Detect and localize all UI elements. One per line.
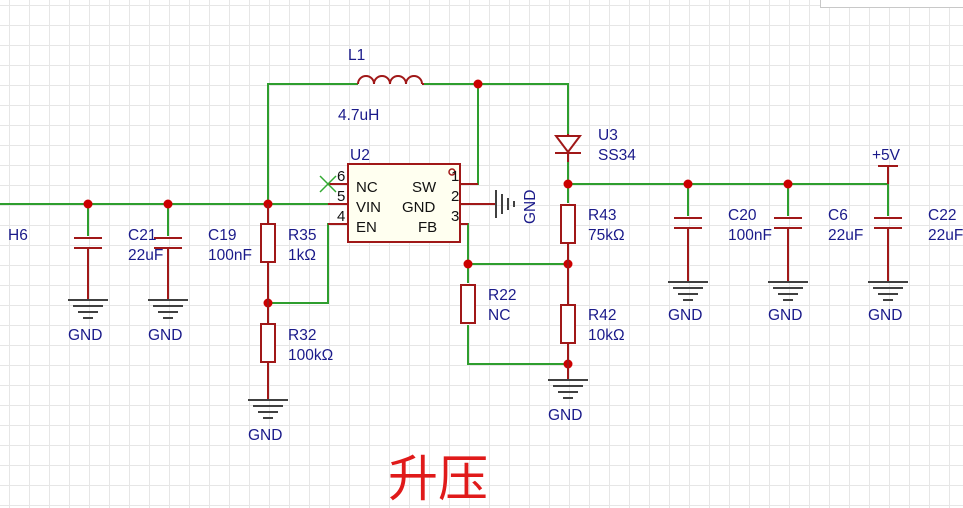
u2-pin5-num: 5 — [337, 188, 345, 205]
resistor-r43[interactable] — [560, 204, 576, 264]
r22-value: NC — [488, 307, 510, 324]
gnd-symbol-u2 — [495, 190, 515, 218]
u3-ref: U3 — [598, 127, 618, 144]
gnd-symbol-c6 — [868, 281, 908, 301]
gnd-symbol-c20-left — [668, 281, 708, 301]
diode-u3[interactable] — [554, 134, 582, 162]
inductor-l1[interactable] — [357, 75, 424, 85]
gnd-label-3: GND — [248, 427, 282, 444]
r22-ref: R22 — [488, 287, 516, 304]
no-connect-icon — [319, 175, 337, 193]
c19-ref: C19 — [208, 227, 236, 244]
resistor-r32[interactable] — [260, 303, 276, 400]
gnd-symbol-c21-left — [68, 299, 108, 319]
gnd-label-4: GND — [548, 407, 582, 424]
gnd-symbol-c20 — [768, 281, 808, 301]
c19-value: 100nF — [208, 247, 252, 264]
l1-ref: L1 — [348, 47, 365, 64]
floating-panel-edge — [820, 0, 963, 8]
c6-ref: C6 — [828, 207, 848, 224]
capacitor-c20[interactable] — [774, 217, 802, 282]
u2-pin6-num: 6 — [337, 168, 345, 185]
resistor-r22[interactable] — [460, 284, 476, 324]
c21-ref: C21 — [128, 227, 156, 244]
power-5v-symbol — [878, 165, 898, 184]
gnd-label-7: GND — [868, 307, 902, 324]
c21-value: 22uF — [128, 247, 163, 264]
r32-value: 100kΩ — [288, 347, 333, 364]
capacitor-c6[interactable] — [874, 217, 902, 282]
c20-ref: C20 — [728, 207, 757, 224]
l1-value: 4.7uH — [338, 107, 379, 124]
gnd-label-2: GND — [148, 327, 182, 344]
schematic-title: 升压 — [388, 450, 488, 508]
u2-pin1-num: 1 — [451, 168, 459, 185]
gnd-symbol-c21 — [148, 299, 188, 319]
u2-pin3-num: 3 — [451, 208, 459, 225]
gnd-label-1: GND — [68, 327, 102, 344]
u2-pin4-num: 4 — [337, 208, 345, 225]
vout-label: +5V — [872, 147, 901, 164]
gnd-label-6: GND — [768, 307, 802, 324]
c22-ref: C22 — [928, 207, 956, 224]
h6-label: H6 — [8, 227, 28, 244]
gnd-symbol-r42 — [548, 379, 588, 399]
gnd-label-u2: GND — [522, 190, 539, 224]
r32-ref: R32 — [288, 327, 316, 344]
resistor-r35[interactable] — [260, 204, 276, 303]
r43-value: 75kΩ — [588, 227, 625, 244]
gnd-symbol-r32 — [248, 399, 288, 419]
resistor-r42[interactable] — [560, 264, 576, 380]
capacitor-c21[interactable] — [154, 237, 182, 300]
capacitor-c20-left[interactable] — [674, 217, 702, 282]
c22-value: 22uF — [928, 227, 963, 244]
u2-pin-vin: VIN — [356, 199, 381, 216]
r42-value: 10kΩ — [588, 327, 625, 344]
u2-pin-sw: SW — [412, 179, 437, 196]
u2-pin2-num: 2 — [451, 188, 459, 205]
r35-value: 1kΩ — [288, 247, 316, 264]
gnd-label-5: GND — [668, 307, 702, 324]
u2-pin-gnd: GND — [402, 199, 436, 216]
r42-ref: R42 — [588, 307, 616, 324]
u2-pin-en: EN — [356, 219, 377, 236]
r35-ref: R35 — [288, 227, 316, 244]
c6-value: 22uF — [828, 227, 863, 244]
u2-ref: U2 — [350, 147, 370, 164]
ic-u2[interactable] — [328, 163, 496, 243]
r43-ref: R43 — [588, 207, 616, 224]
u2-pin-nc: NC — [356, 179, 378, 196]
u2-pin-fb: FB — [418, 219, 437, 236]
capacitor-c21-left[interactable] — [74, 237, 102, 300]
c20-value: 100nF — [728, 227, 772, 244]
u3-value: SS34 — [598, 147, 636, 164]
